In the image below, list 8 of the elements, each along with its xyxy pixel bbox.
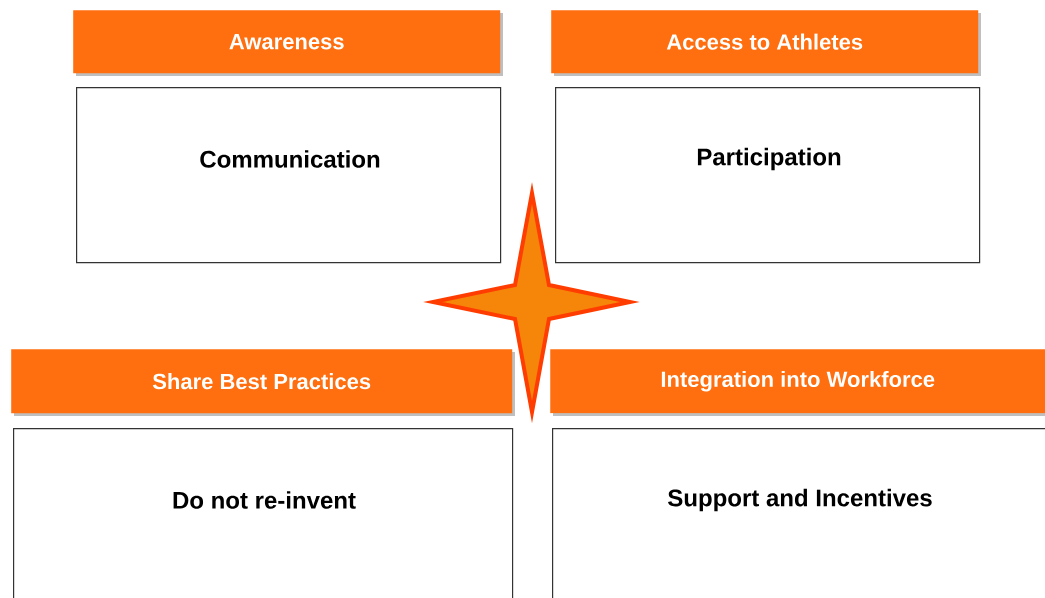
text-box: Participation bbox=[555, 87, 981, 264]
header-bar: Awareness bbox=[73, 10, 501, 74]
header-bar: Share Best Practices bbox=[11, 349, 513, 414]
header-bar: Access to Athletes bbox=[551, 10, 979, 74]
text-box: Communication bbox=[76, 87, 502, 264]
header-bar: Integration into Workforce bbox=[550, 349, 1045, 414]
text-box: Do not re-invent bbox=[13, 428, 514, 598]
text-box: Support and Incentives bbox=[552, 428, 1045, 598]
